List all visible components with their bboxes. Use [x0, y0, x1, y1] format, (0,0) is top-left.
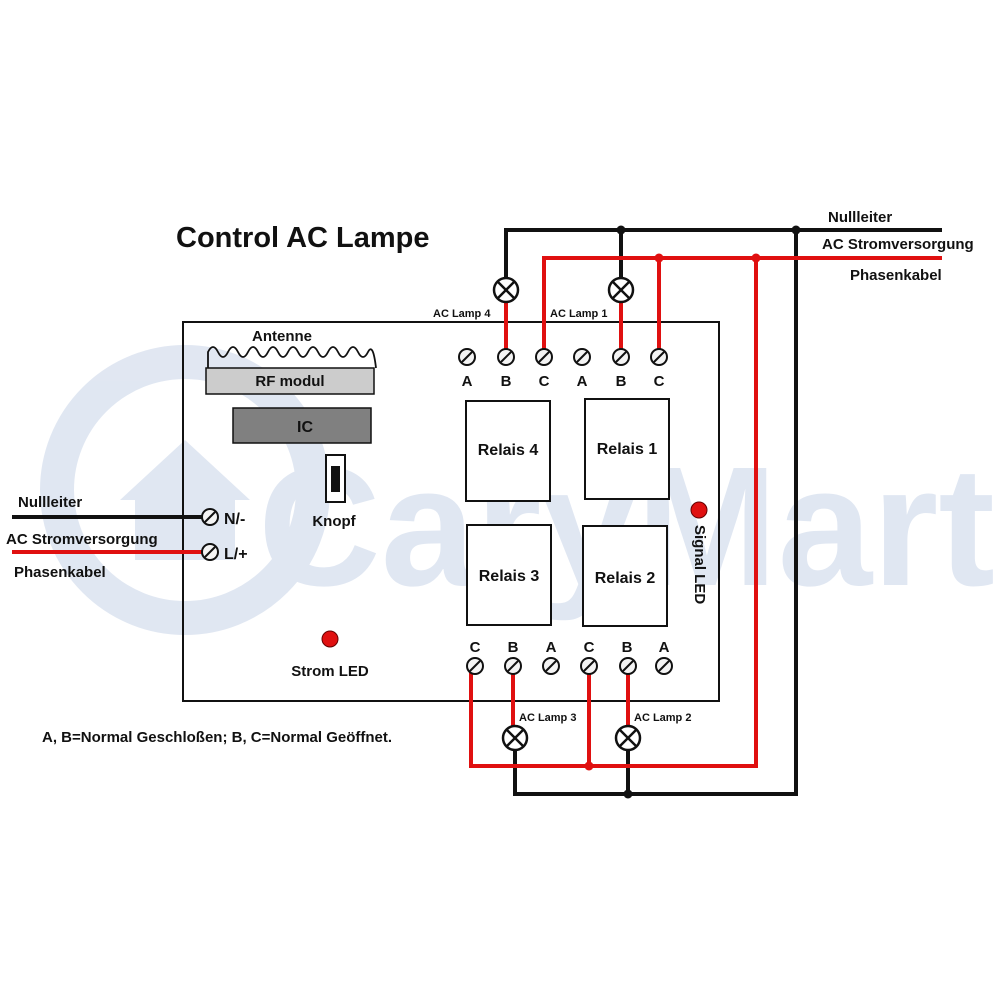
relay-box [582, 525, 668, 627]
junction-dots [584, 225, 801, 799]
junction-dot [584, 761, 594, 771]
right-neutral-label: Nullleiter [828, 209, 892, 226]
junction-dot [654, 253, 664, 263]
relay-label: Relais 2 [595, 570, 656, 587]
terminal-label: B [616, 373, 627, 390]
rf-module [205, 367, 375, 395]
ic-chip [232, 407, 372, 444]
screw-terminal-icon [201, 543, 219, 561]
relay-1: Relais 1 [584, 398, 670, 500]
right-phase-label: Phasenkabel [850, 267, 942, 284]
left-phase-label: Phasenkabel [14, 564, 106, 581]
junction-dot [791, 225, 801, 235]
push-button-knob [331, 466, 340, 492]
junction-dot [623, 789, 633, 799]
screw-terminal-icon [497, 348, 515, 366]
relay-box [584, 398, 670, 500]
diagram-title: Control AC Lampe [176, 222, 429, 254]
relay-label: Relais 4 [478, 442, 539, 459]
watermark-logo-ring [40, 345, 330, 635]
power-led-label: Strom LED [291, 663, 369, 680]
lamp-icon [607, 276, 635, 304]
terminal-label: B [508, 639, 519, 656]
antenna-coil-icon [207, 346, 377, 369]
terminal-label: B [501, 373, 512, 390]
lamp1-label: AC Lamp 1 [550, 308, 607, 320]
relay-label: Relais 1 [597, 441, 658, 458]
screw-terminal-icon [201, 508, 219, 526]
lamp4-label: AC Lamp 4 [433, 308, 491, 320]
ic-label: IC [297, 419, 313, 436]
lamp-icon [614, 724, 642, 752]
left-supply-label: AC Stromversorgung [6, 531, 158, 548]
screw-terminal-icon [466, 657, 484, 675]
screw-terminal-icon [619, 657, 637, 675]
controller-board [182, 321, 720, 702]
relay-box [465, 400, 551, 502]
terminal-l-label: L/+ [224, 546, 248, 563]
lamp2-label: AC Lamp 2 [634, 712, 691, 724]
relay-3: Relais 3 [466, 524, 552, 626]
terminal-label: A [659, 639, 670, 656]
button-label: Knopf [312, 513, 356, 530]
left-neutral-label: Nullleiter [18, 494, 82, 511]
screw-terminal-icon [650, 348, 668, 366]
relay-box [466, 524, 552, 626]
screw-terminal-icon [573, 348, 591, 366]
led-icon [321, 630, 339, 648]
screw-terminal-icon [535, 348, 553, 366]
footnote: A, B=Normal Geschloßen; B, C=Normal Geöf… [42, 729, 392, 746]
lamp-icon [492, 276, 520, 304]
terminal-label: C [654, 373, 665, 390]
screw-terminal-icon [542, 657, 560, 675]
screw-terminal-icon [504, 657, 522, 675]
relay-label: Relais 3 [479, 568, 540, 585]
terminal-label: C [470, 639, 481, 656]
signal-led-label: Signal LED [691, 525, 708, 604]
lamp-icon [501, 724, 529, 752]
relay-4: Relais 4 [465, 400, 551, 502]
screw-terminal-icon [580, 657, 598, 675]
terminal-label: C [539, 373, 550, 390]
terminal-label: A [546, 639, 557, 656]
screw-terminal-icon [655, 657, 673, 675]
screw-terminal-icon [612, 348, 630, 366]
right-supply-label: AC Stromversorgung [822, 236, 974, 253]
junction-dot [616, 225, 626, 235]
lamp3-label: AC Lamp 3 [519, 712, 576, 724]
phase-to-relay4-c [542, 256, 758, 350]
phase-to-relay3-c [469, 671, 758, 768]
neutral-to-lamp4 [504, 228, 798, 280]
bottom-terminal-labels: C B A C B A [470, 639, 670, 656]
screw-terminal-icon [458, 348, 476, 366]
terminal-label: A [577, 373, 588, 390]
rf-module-label: RF modul [255, 373, 324, 390]
terminal-label: C [584, 639, 595, 656]
terminal-label: B [622, 639, 633, 656]
watermark-house-icon [120, 440, 250, 560]
terminal-label: A [462, 373, 473, 390]
junction-dot [751, 253, 761, 263]
top-terminal-labels: A B C A B C [462, 373, 665, 390]
led-icon [690, 501, 708, 519]
terminal-n-label: N/- [224, 511, 245, 528]
relay-2: Relais 2 [582, 525, 668, 627]
antenna-label: Antenne [252, 328, 312, 345]
